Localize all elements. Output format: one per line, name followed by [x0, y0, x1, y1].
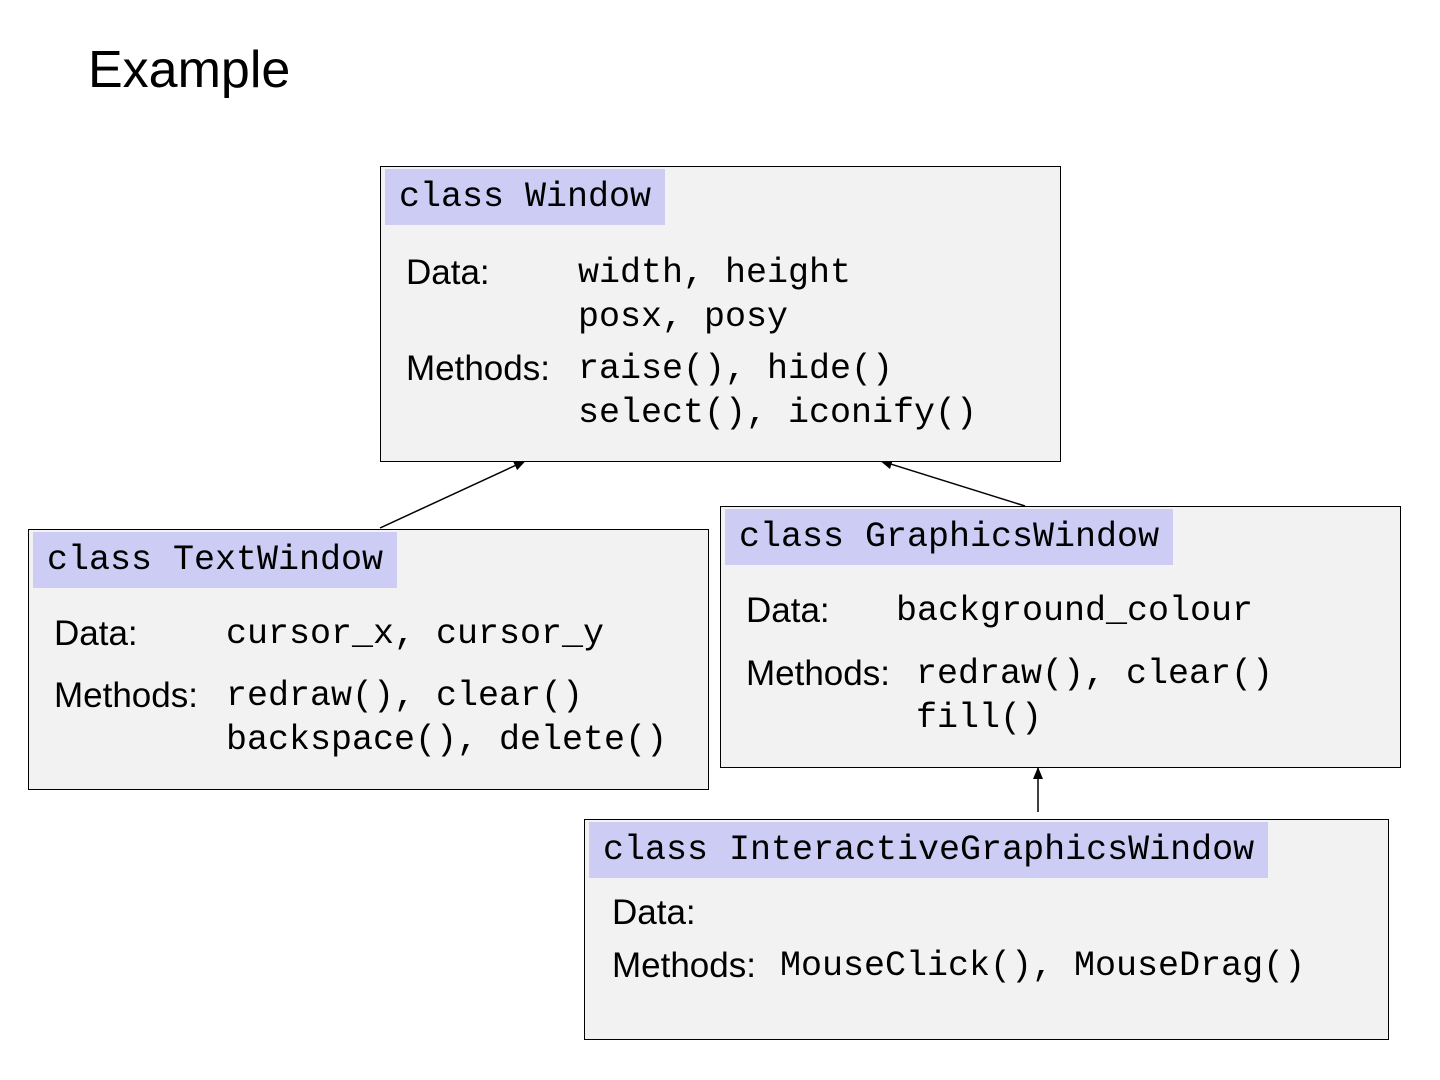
data-label: Data: [612, 893, 696, 932]
methods-values: redraw(), clear() fill() [916, 652, 1273, 740]
data-values: cursor_x, cursor_y [226, 612, 604, 656]
class-header-window: class Window [385, 169, 666, 225]
class-box-window: class Window Data: width, height posx, p… [380, 166, 1061, 462]
method-line: fill() [916, 698, 1043, 738]
method-line: select(), iconify() [578, 393, 978, 433]
methods-values: raise(), hide() select(), iconify() [578, 347, 977, 435]
class-header-graphics-window: class GraphicsWindow [725, 509, 1174, 565]
data-line: width, height [578, 253, 852, 293]
arrow-textwindow-to-window [379, 460, 526, 529]
methods-label: Methods: [746, 654, 890, 693]
class-header-text-window: class TextWindow [33, 532, 398, 588]
method-line: redraw(), clear() [226, 676, 584, 716]
data-values: width, height posx, posy [578, 251, 851, 339]
method-line: backspace(), delete() [226, 720, 668, 760]
class-box-graphics-window: class GraphicsWindow Data: background_co… [720, 506, 1401, 768]
class-header-interactive-graphics-window: class InteractiveGraphicsWindow [589, 822, 1269, 878]
methods-label: Methods: [406, 349, 550, 388]
methods-values: MouseClick(), MouseDrag() [780, 944, 1305, 988]
data-line: cursor_x, cursor_y [226, 614, 605, 654]
methods-values: redraw(), clear() backspace(), delete() [226, 674, 667, 762]
data-label: Data: [406, 253, 490, 292]
data-label: Data: [54, 614, 138, 653]
slide-title: Example [88, 41, 291, 99]
method-line: redraw(), clear() [916, 654, 1274, 694]
methods-label: Methods: [54, 676, 198, 715]
data-line: posx, posy [578, 297, 789, 337]
data-line: background_colour [896, 591, 1254, 631]
methods-label: Methods: [612, 946, 756, 985]
method-line: MouseClick(), MouseDrag() [780, 946, 1306, 986]
arrow-graphicswindow-to-window [880, 459, 1026, 507]
data-values: background_colour [896, 589, 1253, 633]
class-box-interactive-graphics-window: class InteractiveGraphicsWindow Data: Me… [584, 819, 1389, 1040]
data-label: Data: [746, 591, 830, 630]
method-line: raise(), hide() [578, 349, 894, 389]
class-box-text-window: class TextWindow Data: cursor_x, cursor_… [28, 529, 709, 790]
